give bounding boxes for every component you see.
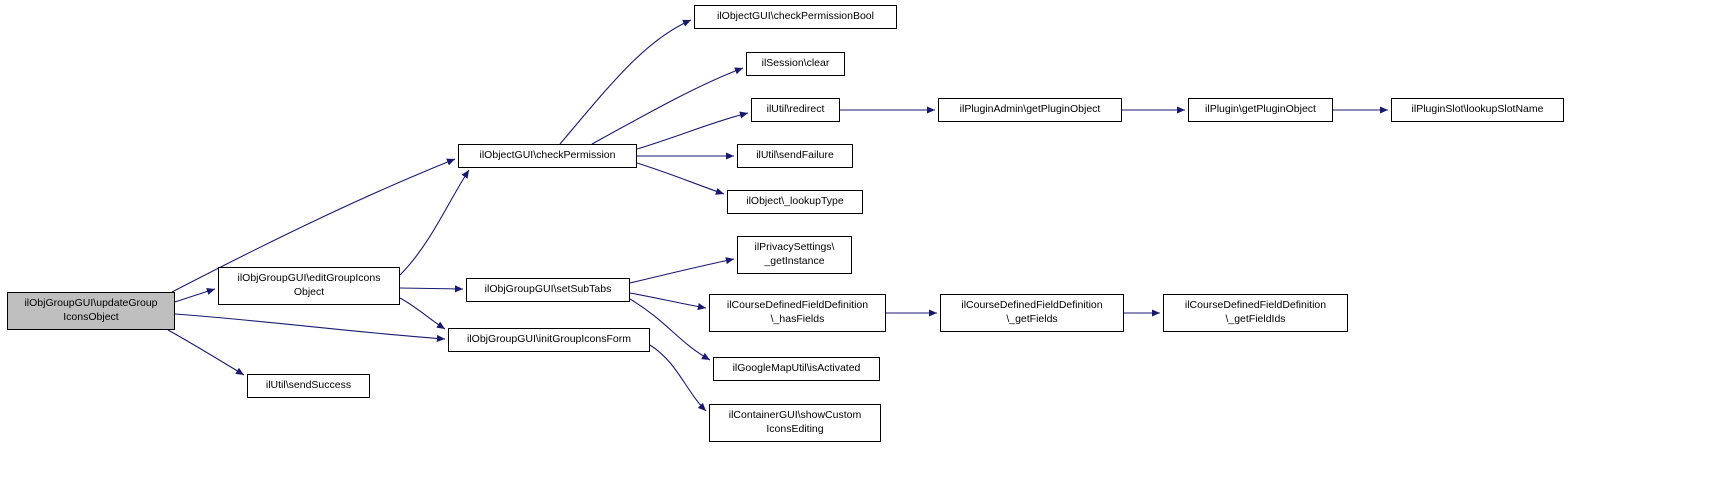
edge-edit-to-checkpermission (399, 169, 470, 276)
edge-update-to-edit (174, 287, 216, 303)
node-redirect[interactable]: ilUtil\redirect (751, 98, 840, 122)
node-sendSuccess[interactable]: ilUtil\sendSuccess (247, 374, 370, 398)
node-privacyGetInstance[interactable]: ilPrivacySettings\ _getInstance (737, 236, 852, 274)
node-showCustomIconsEditing[interactable]: ilContainerGUI\showCustom IconsEditing (709, 404, 881, 442)
node-checkPermission[interactable]: ilObjectGUI\checkPermission (458, 144, 637, 168)
edge-edit-to-setsubtabs (399, 285, 464, 293)
node-cdfGetFields[interactable]: ilCourseDefinedFieldDefinition \_getFiel… (940, 294, 1124, 332)
node-initGroupIconsForm[interactable]: ilObjGroupGUI\initGroupIconsForm (448, 328, 650, 352)
node-cdfHasFields[interactable]: ilCourseDefinedFieldDefinition \_hasFiel… (709, 294, 886, 332)
node-googleMapIsActivated[interactable]: ilGoogleMapUtil\isActivated (713, 357, 880, 381)
node-setSubTabs[interactable]: ilObjGroupGUI\setSubTabs (466, 278, 630, 302)
node-lookupType[interactable]: ilObject\_lookupType (727, 190, 863, 214)
node-updateGroupIconsObject[interactable]: ilObjGroupGUI\updateGroup IconsObject (7, 292, 175, 330)
edge-checkpermission-to-lookuptype (636, 162, 725, 195)
node-pluginGetPluginObject[interactable]: ilPlugin\getPluginObject (1188, 98, 1333, 122)
edge-update-to-sendsuccess (167, 329, 245, 376)
node-sendFailure[interactable]: ilUtil\sendFailure (737, 144, 853, 168)
edge-setsubtabs-to-privacy (629, 257, 735, 284)
edge-update-to-initform (174, 313, 446, 342)
node-editGroupIconsObject[interactable]: ilObjGroupGUI\editGroupIcons Object (218, 267, 400, 305)
edge-setsubtabs-to-hasfields (629, 292, 707, 311)
node-cdfGetFieldIds[interactable]: ilCourseDefinedFieldDefinition \_getFiel… (1163, 294, 1348, 332)
edge-initform-to-showcustom (649, 344, 707, 412)
edge-checkpermission-to-redirect (636, 111, 749, 150)
edge-checkpermission-to-checkpermissionbool (559, 19, 692, 145)
node-checkPermissionBool[interactable]: ilObjectGUI\checkPermissionBool (694, 5, 897, 29)
node-pluginAdminGetPluginObject[interactable]: ilPluginAdmin\getPluginObject (938, 98, 1122, 122)
node-pluginSlotLookupSlotName[interactable]: ilPluginSlot\lookupSlotName (1391, 98, 1564, 122)
node-sessionClear[interactable]: ilSession\clear (746, 52, 845, 76)
edge-checkpermission-to-sessionclear (591, 67, 744, 145)
edge-edit-to-initform (399, 297, 446, 330)
